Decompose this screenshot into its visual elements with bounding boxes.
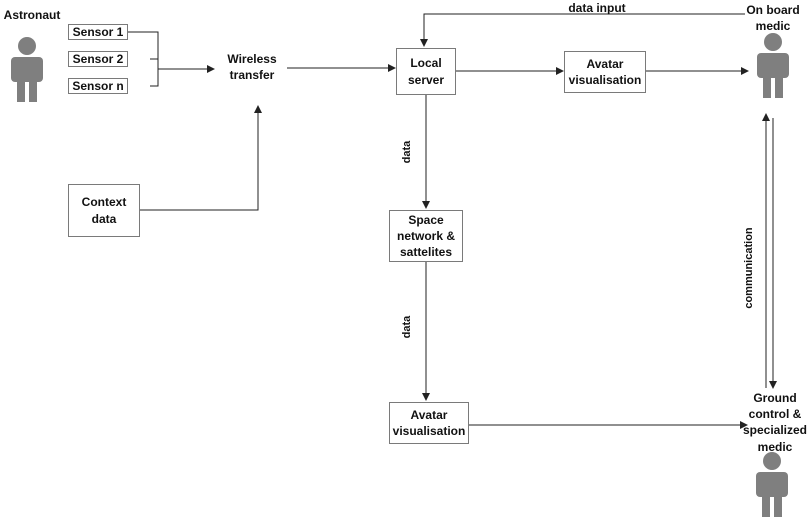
onboard-medic-label: On board medic xyxy=(746,3,800,34)
data-edge-label-2: data xyxy=(401,315,413,339)
context-to-wireless-arrow xyxy=(140,105,262,211)
local-server-box: Local server xyxy=(396,48,456,95)
onboard-medic-person-icon xyxy=(757,33,789,98)
sensorn-connector xyxy=(150,69,159,87)
data-input-arrow xyxy=(420,13,745,47)
communication-edge-label: communication xyxy=(743,227,755,309)
space-network-box: Space network & sattelites xyxy=(389,210,463,262)
context-data-box: Context data xyxy=(68,184,140,237)
sensor1-connector xyxy=(128,31,159,69)
astronaut-person-icon xyxy=(11,37,43,102)
sensor-n-box: Sensor n xyxy=(68,78,128,94)
avatar-visualisation-bottom-box: Avatar visualisation xyxy=(389,402,469,444)
sensor-1-box: Sensor 1 xyxy=(68,24,128,40)
data-input-edge-label: data input xyxy=(568,1,626,15)
wireless-transfer-label: Wireless transfer xyxy=(227,52,277,83)
avatar-visualisation-top-box: Avatar visualisation xyxy=(564,51,646,93)
sensor-2-box: Sensor 2 xyxy=(68,51,128,67)
ground-control-label: Ground control & specialized medic xyxy=(742,391,808,454)
ground-control-person-icon xyxy=(756,452,788,517)
astronaut-label: Astronaut xyxy=(3,8,61,22)
data-edge-label-1: data xyxy=(401,140,413,164)
